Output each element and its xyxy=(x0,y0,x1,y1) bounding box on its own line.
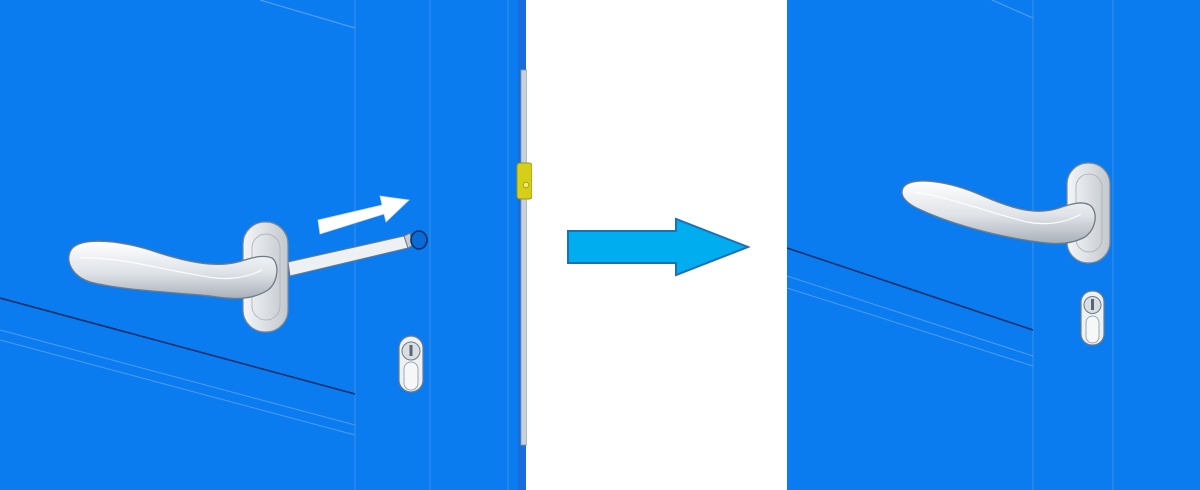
right-arrow-icon xyxy=(560,215,755,280)
door-frame-rail xyxy=(521,70,527,445)
door-frame-outer xyxy=(527,0,532,490)
step-after-panel xyxy=(787,0,1200,490)
keyhole xyxy=(410,345,413,356)
transition-arrow-shape xyxy=(568,219,748,275)
lock-cylinder-body xyxy=(1086,316,1099,343)
lock-cylinder-body xyxy=(404,362,418,390)
step-before-panel xyxy=(0,0,532,490)
strike-plate-hole xyxy=(523,182,529,188)
strike-plate xyxy=(517,163,532,199)
spindle-hole xyxy=(411,231,427,249)
door-before-illustration xyxy=(0,0,532,490)
keyhole xyxy=(1091,299,1094,310)
door-after-illustration xyxy=(787,0,1200,490)
door-panel xyxy=(787,0,1200,490)
transition-arrow xyxy=(560,215,755,280)
